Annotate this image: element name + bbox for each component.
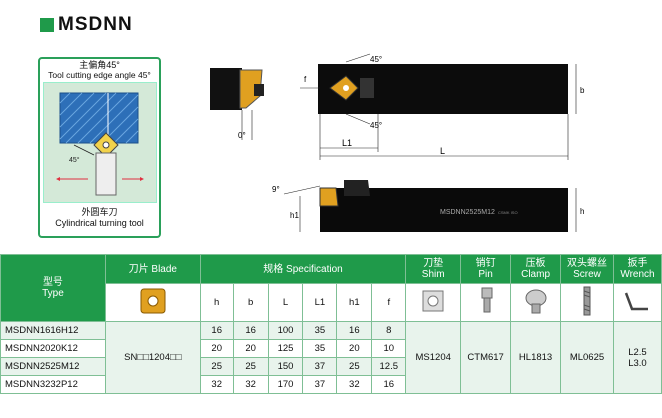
dim-h1-label: h1 <box>290 211 299 220</box>
angle-9-label: 9° <box>272 185 280 194</box>
page-title: MSDNN <box>58 14 133 35</box>
side-view-body <box>210 68 242 110</box>
angle-45-top-label: 45° <box>370 55 382 64</box>
wrench-icon <box>612 283 662 322</box>
spec-col-b: b <box>232 283 269 322</box>
shim-code: MS1204 <box>405 321 462 394</box>
dim-h-label: h <box>580 207 584 216</box>
panel-caption-en: Tool cutting edge angle 45° <box>48 70 151 80</box>
panel-bottom-en: Cylindrical turning tool <box>55 218 144 228</box>
dim-f-label: f <box>304 75 307 84</box>
dim-L1-label: L1 <box>342 138 352 148</box>
dim-b-label: b <box>580 86 585 95</box>
shim-icon <box>405 283 462 322</box>
spec-col-L1: L1 <box>302 283 338 322</box>
clamp-icon <box>510 283 562 322</box>
spec-col-L: L <box>267 283 304 322</box>
panel-caption-cn: 主偏角45° <box>79 60 120 70</box>
application-panel: 主偏角45° Tool cutting edge angle 45° 45° 外… <box>38 57 161 238</box>
screw-code: ML0625 <box>560 321 614 394</box>
spec-col-f: f <box>371 283 407 322</box>
turning-illustration: 45° <box>56 92 144 196</box>
dim-L-label: L <box>440 146 445 156</box>
header-blade: 刀片 Blade <box>104 254 201 284</box>
spec-col-h: h <box>199 283 234 322</box>
bar-small-label: CSMK ISO <box>498 210 518 215</box>
panel-illustration: 45° <box>43 82 157 203</box>
side-view-insert <box>239 69 263 109</box>
blade-icon <box>104 283 201 322</box>
pin-icon <box>460 283 512 322</box>
spec-col-h1: h1 <box>336 283 373 322</box>
panel-angle-label: 45° <box>69 156 80 164</box>
clamp-code: HL1813 <box>510 321 562 394</box>
blade-code: SN□□1204□□ <box>104 321 201 394</box>
angle-45-bottom-label: 45° <box>370 121 382 130</box>
screw-icon <box>560 283 614 322</box>
title-bullet-icon <box>40 18 54 32</box>
tool-drawing: 0° f 45° 45° b L1 L MSDNN2525M12 CSMK IS… <box>210 53 585 232</box>
page-title-block: MSDNN <box>40 14 133 36</box>
angle-0-label: 0° <box>238 131 246 140</box>
front-view-insert <box>319 187 339 207</box>
header-spec: 规格 Specification <box>199 254 407 284</box>
panel-bottom-cn: 外圆车刀 <box>81 207 118 217</box>
bar-label: MSDNN2525M12 <box>440 209 495 216</box>
pin-code: CTM617 <box>460 321 512 394</box>
